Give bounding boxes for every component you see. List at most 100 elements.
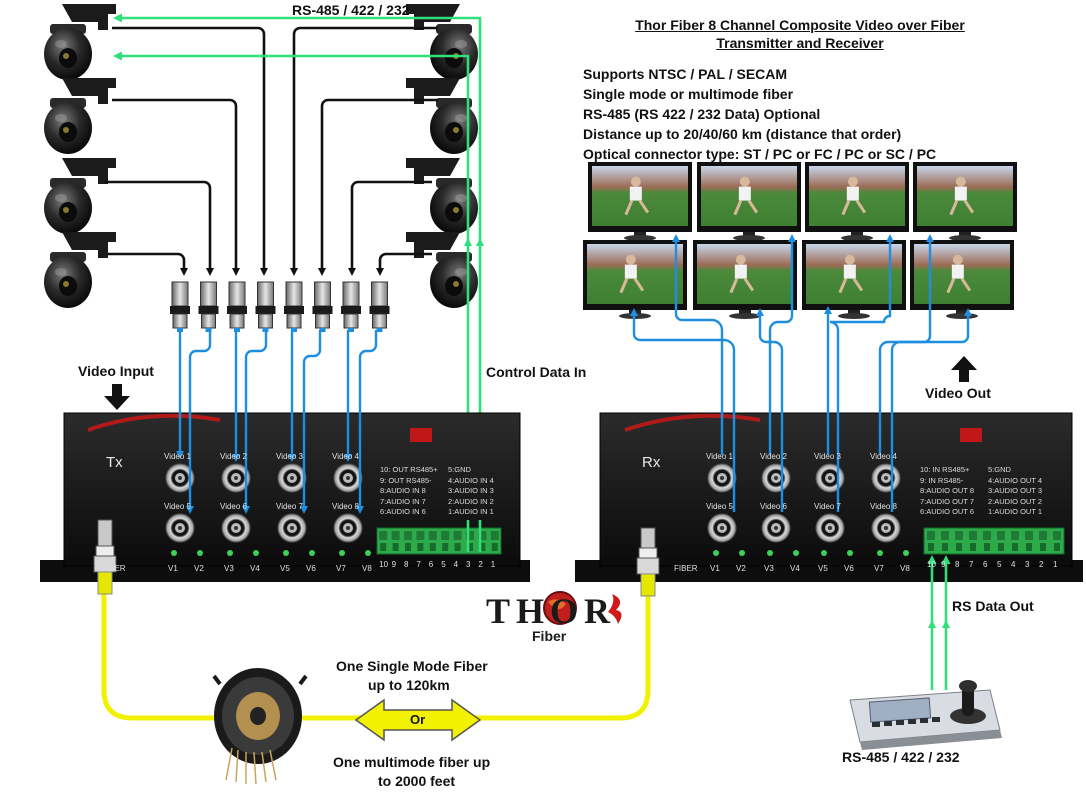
status-led <box>821 550 827 556</box>
rx-pin-label: 9: IN RS485- <box>920 475 964 485</box>
fiber-connectors <box>93 519 660 597</box>
led-label: V1 <box>168 564 178 573</box>
bnc-port-icon <box>761 463 791 493</box>
bnc-port-icon <box>871 513 901 543</box>
led-label: V3 <box>764 564 774 573</box>
led-label: V2 <box>194 564 204 573</box>
terminal-number: 7 <box>969 560 974 569</box>
rs485-bottom-label: RS-485 / 422 / 232 <box>842 749 960 765</box>
led-label: V6 <box>306 564 316 573</box>
bnc-connector-icon <box>170 281 190 332</box>
status-led <box>365 550 371 556</box>
bnc-port-icon <box>277 513 307 543</box>
dome-camera-icon <box>44 4 116 80</box>
port-label: Video 8 <box>870 502 897 511</box>
rx-terminal-block <box>923 527 1065 555</box>
dome-camera-icon <box>44 158 116 234</box>
led-label: V5 <box>818 564 828 573</box>
status-led <box>227 550 233 556</box>
bnc-port-icon <box>815 513 845 543</box>
tx-pin-label: 1:AUDIO IN 1 <box>448 507 494 516</box>
led-label: V7 <box>874 564 884 573</box>
rx-pin-label: 1:AUDIO OUT 1 <box>988 507 1043 516</box>
rx-pin-label: 2:AUDIO OUT 2 <box>988 496 1043 506</box>
rx-pin-label: 8:AUDIO OUT 8 <box>920 486 975 495</box>
bnc-port-icon <box>221 463 251 493</box>
bnc-connector-row <box>170 281 390 332</box>
multimode-line-2: to 2000 feet <box>378 773 456 789</box>
port-label: Video 5 <box>706 502 733 511</box>
dome-camera-icon <box>406 78 478 154</box>
port-label: Video 2 <box>220 452 247 461</box>
terminal-number: 5 <box>441 560 446 569</box>
camera-cables <box>104 26 438 276</box>
led-label: V4 <box>250 564 260 573</box>
video-monitor-icon <box>802 240 906 319</box>
bnc-port-icon <box>707 463 737 493</box>
tx-pin-label: 5:GND <box>448 465 471 474</box>
led-label: V4 <box>790 564 800 573</box>
bnc-connector-icon <box>312 281 333 332</box>
terminal-number: 2 <box>478 560 483 569</box>
video-monitor-icon <box>693 240 797 319</box>
port-label: Video 5 <box>164 502 191 511</box>
tx-pins-right: 5:GND 4:AUDIO IN 4 3:AUDIO IN 3 2:AUDIO … <box>448 465 494 518</box>
tx-pin-label: 4:AUDIO IN 4 <box>448 475 494 485</box>
status-led <box>283 550 289 556</box>
rx-name: Rx <box>642 454 661 471</box>
port-label: Video 8 <box>332 502 359 511</box>
bnc-port-icon <box>761 513 791 543</box>
status-led <box>739 550 745 556</box>
led-label: V5 <box>280 564 290 573</box>
port-label: Video 7 <box>814 502 841 511</box>
status-led <box>309 550 315 556</box>
terminal-number: 3 <box>1025 560 1030 569</box>
status-led <box>847 550 853 556</box>
video-monitor-icon <box>697 162 801 241</box>
green-upward-arrows <box>464 238 484 246</box>
tx-pin-label: 10: OUT RS485+ <box>380 465 438 474</box>
led-label: V3 <box>224 564 234 573</box>
dome-camera-icon <box>44 78 116 154</box>
camera-group-left <box>44 4 116 308</box>
status-led <box>877 550 883 556</box>
video-out-label: Video Out <box>925 385 991 401</box>
bnc-port-icon <box>333 463 363 493</box>
spec-line-1: Supports NTSC / PAL / SECAM <box>583 66 788 82</box>
tx-pin-label: 2:AUDIO IN 2 <box>448 496 494 506</box>
brand-name: THOR <box>486 590 616 632</box>
bnc-port-icon <box>815 463 845 493</box>
terminal-number: 8 <box>955 560 960 569</box>
bnc-port-icon <box>277 463 307 493</box>
title-line-2: Transmitter and Receiver <box>716 35 884 51</box>
bnc-connector-icon <box>341 281 361 332</box>
spec-line-5: Optical connector type: ST / PC or FC / … <box>583 146 937 162</box>
video-input-label: Video Input <box>78 363 154 379</box>
or-double-arrow <box>354 698 482 742</box>
status-led <box>253 550 259 556</box>
spec-line-4: Distance up to 20/40/60 km (distance tha… <box>583 126 902 142</box>
dome-camera-icon <box>406 232 478 308</box>
rx-pins-right: 5:GND 4:AUDIO OUT 4 3:AUDIO OUT 3 2:AUDI… <box>988 465 1042 518</box>
led-label: V2 <box>736 564 746 573</box>
terminal-number: 3 <box>466 560 471 569</box>
rx-pin-label: 7:AUDIO OUT 7 <box>920 496 975 506</box>
bnc-port-icon <box>707 513 737 543</box>
tx-video-cables <box>176 330 378 514</box>
rx-pin-label: 4:AUDIO OUT 4 <box>988 475 1043 485</box>
terminal-number: 1 <box>1053 560 1058 569</box>
tx-pins-left: 10: OUT RS485+ 9: OUT RS485- 8:AUDIO IN … <box>380 465 438 518</box>
dome-camera-icon <box>406 158 478 234</box>
bnc-connector-icon <box>255 281 276 332</box>
terminal-number: 9 <box>941 560 946 569</box>
rx-pin-label: 5:GND <box>988 465 1011 474</box>
status-led <box>793 550 799 556</box>
bnc-connector-icon <box>369 281 390 332</box>
single-mode-line-2: up to 120km <box>368 677 450 693</box>
rs-data-out-label: RS Data Out <box>952 598 1034 614</box>
bnc-port-icon <box>221 513 251 543</box>
bnc-port-icon <box>165 513 195 543</box>
port-label: Video 1 <box>164 452 191 461</box>
terminal-number: 10 <box>379 560 389 569</box>
